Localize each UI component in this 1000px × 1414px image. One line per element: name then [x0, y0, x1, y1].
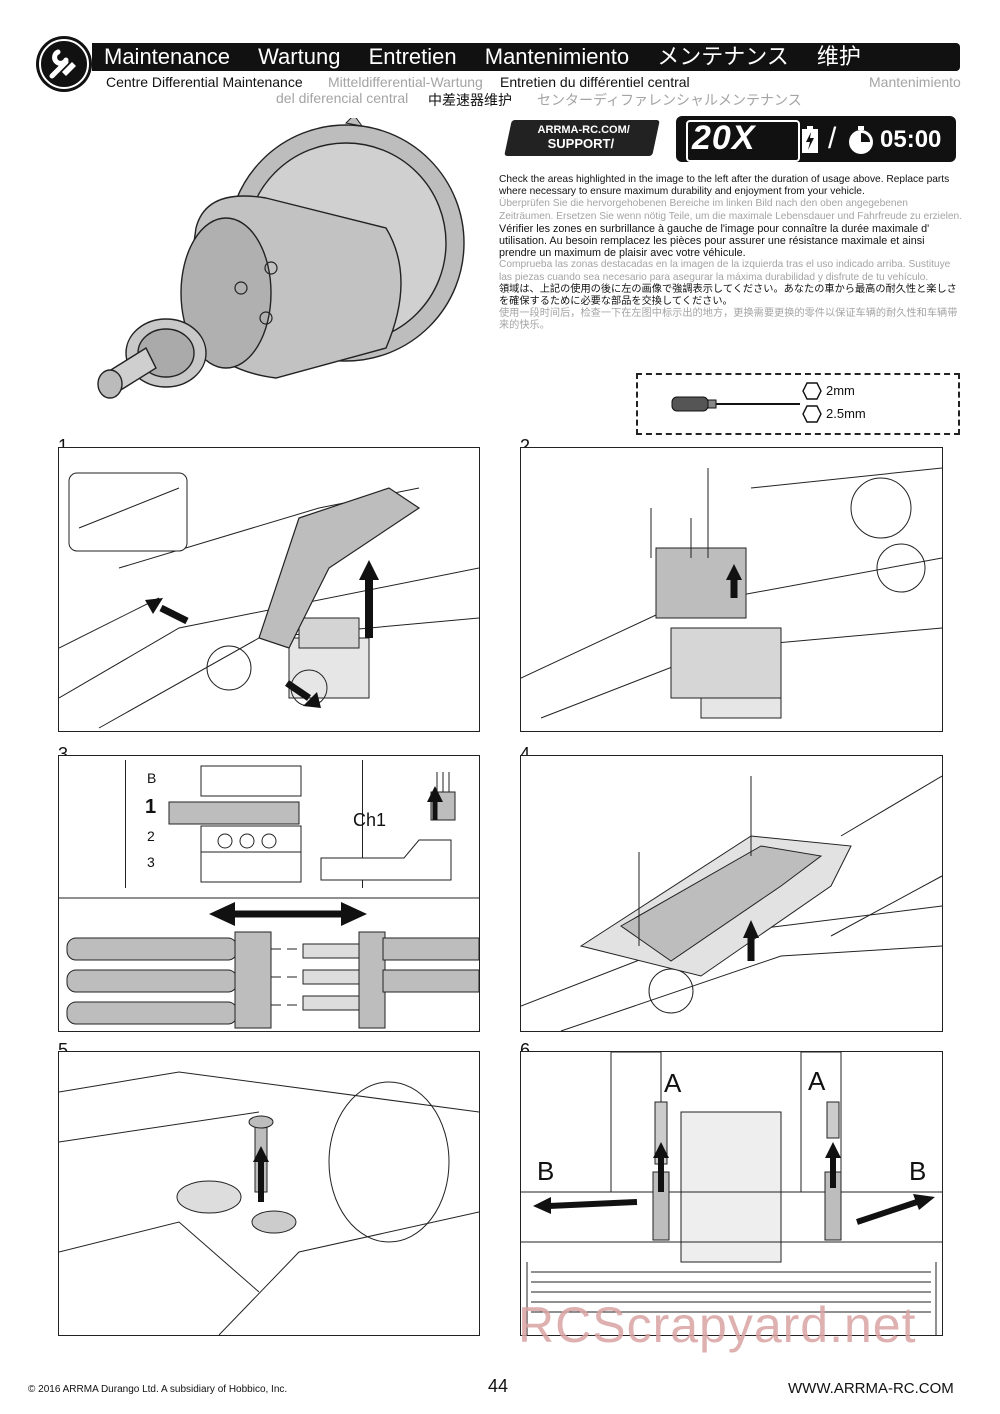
maintenance-wrench-icon [36, 36, 92, 92]
instruction-en: Check the areas highlighted in the image… [499, 174, 950, 198]
title-en: Maintenance [104, 44, 230, 69]
subtitle-de: Mitteldifferential-Wartung [328, 74, 483, 90]
instruction-text: Check the areas highlighted in the image… [499, 174, 964, 333]
step-4-panel [520, 755, 943, 1032]
page-number: 44 [488, 1376, 509, 1396]
hex-2mm-icon [802, 382, 822, 405]
subtitle-ja: センターディファレンシャルメンテナンス [537, 92, 802, 108]
step-2-panel [520, 447, 943, 732]
step-number-1: 1 [58, 436, 69, 456]
instruction-es: Comprueba las zonas destacadas en la ima… [499, 259, 951, 283]
label-b-right: B [909, 1156, 927, 1186]
instruction-zh: 使用一段时间后，检查一下在左图中标示出的地方，更换需要更换的零件以保证车辆的耐久… [499, 308, 958, 332]
step-number-6: 6 [520, 1040, 531, 1060]
support-badge: ARRMA-RC.COM/ SUPPORT/ [504, 120, 660, 156]
step-number-4: 4 [520, 744, 531, 764]
title-fr: Entretien [368, 44, 457, 69]
title-ja: メンテナンス [657, 44, 789, 69]
header-title: Maintenance Wartung Entretien Mantenimie… [104, 43, 883, 71]
channel-label: Ch1 [353, 810, 387, 830]
instruction-de: Überprüfen Sie die hervorgehobenen Berei… [499, 198, 963, 222]
receiver-port-detail [125, 760, 363, 888]
hex-2-5mm-icon [802, 405, 822, 428]
timer-multiplier: 20X [692, 119, 756, 157]
watermark-text: RCScrapyard.net [518, 1297, 917, 1353]
subtitle-zh: 中差速器维护 [428, 92, 512, 108]
battery-icon [800, 126, 820, 159]
step-1-panel [58, 447, 480, 732]
title-de: Wartung [258, 44, 341, 69]
usage-timer-badge: 20X / 05:00 [676, 116, 956, 162]
instruction-fr: Vérifier les zones en surbrillance à gau… [499, 222, 930, 260]
hex-size-2: 2.5mm [826, 406, 866, 421]
rx-label-b: B [147, 770, 157, 786]
step-3-panel: B 1 2 3 Ch1 [58, 755, 480, 1032]
rx-label-2: 2 [147, 828, 155, 844]
title-zh: 维护 [816, 44, 861, 69]
footer-url: WWW.ARRMA-RC.COM [788, 1380, 954, 1397]
support-line1: ARRMA-RC.COM/ [537, 124, 630, 136]
subtitle-fr: Entretien du différentiel central [500, 74, 690, 90]
subtitle-es-2: del diferencial central [276, 90, 409, 106]
step-5-panel [58, 1051, 480, 1336]
timer-time: 05:00 [880, 126, 942, 153]
label-b-left: B [537, 1156, 555, 1186]
tools-box: 2mm 2.5mm [636, 373, 960, 435]
centre-differential-illustration [96, 114, 476, 418]
step-number-2: 2 [520, 436, 531, 456]
rx-label-1: 1 [145, 796, 157, 818]
hex-size-1: 2mm [826, 383, 855, 398]
rx-label-3: 3 [147, 854, 155, 870]
subtitle-es-1: Mantenimiento [869, 74, 961, 90]
footer-copyright: © 2016 ARRMA Durango Ltd. A subsidiary o… [28, 1384, 288, 1395]
label-a-left: A [664, 1068, 682, 1098]
support-line2: SUPPORT/ [547, 136, 615, 151]
subtitle-en: Centre Differential Maintenance [106, 74, 303, 90]
title-es: Mantenimiento [484, 44, 630, 69]
stopwatch-icon [846, 125, 876, 160]
instruction-ja: 領域は、上記の使用の後に左の画像で強調表示してください。あなたの車から最高の耐久… [499, 283, 957, 308]
step-number-3: 3 [58, 744, 69, 764]
step-6-panel: A A B B [520, 1051, 943, 1336]
hex-driver-icon [668, 389, 808, 424]
header-bar [92, 43, 960, 71]
step-number-5: 5 [58, 1040, 69, 1060]
label-a-right: A [808, 1066, 826, 1096]
